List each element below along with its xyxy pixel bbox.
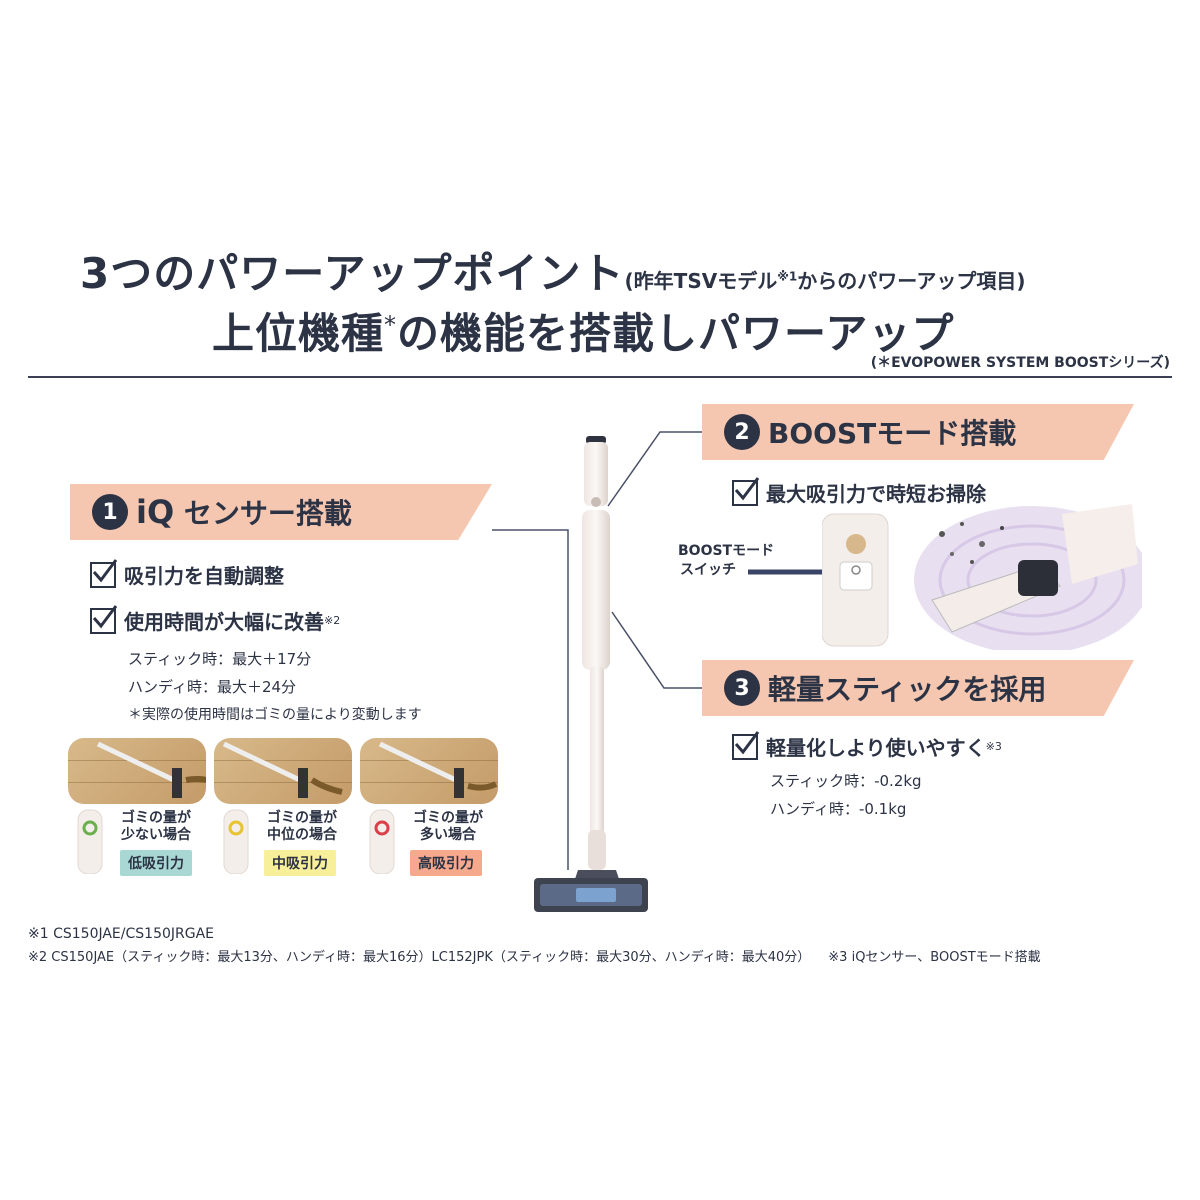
footnote-2: ※2 CS150JAE（スティック時：最大13分、ハンディ時：最大16分）LC1…	[28, 950, 1041, 965]
main-title: 3つのパワーアップポイント(昨年TSVモデル※1からのパワーアップ項目)	[80, 240, 1026, 301]
floor-photo-low	[68, 738, 206, 804]
footnote-1: ※1 CS150JAE/CS150JRGAE	[28, 926, 215, 942]
point3-banner: 3 軽量スティックを採用	[702, 660, 1134, 716]
point1-banner: 1 iQ センサー搭載	[70, 484, 492, 540]
point3-detail2: ハンディ時：-0.1kg	[770, 800, 907, 818]
series-note: (＊EVOPOWER SYSTEM BOOSTシリーズ)	[870, 355, 1170, 371]
checkmark-icon	[732, 730, 760, 760]
vacuum-illustration	[534, 436, 648, 912]
boost-switch-label: BOOSTモードスイッチ	[678, 543, 775, 578]
point3-title: 軽量スティックを採用	[768, 673, 1047, 706]
point3-number: 3	[724, 670, 760, 706]
header-divider	[28, 376, 1172, 378]
point2-banner: 2 BOOSTモード搭載	[702, 404, 1134, 460]
point1-check1: 吸引力を自動調整	[90, 558, 284, 589]
point1-detail2: ハンディ時：最大＋24分	[128, 678, 297, 696]
footnote-3: ※3 iQセンサー、BOOSTモード搭載	[828, 950, 1041, 965]
checkmark-icon	[90, 558, 118, 588]
mode-high-pill: 高吸引力	[410, 850, 482, 876]
point1-detail3: ＊実際の使用時間はゴミの量により変動します	[128, 707, 422, 723]
point2-check1: 最大吸引力で時短お掃除	[732, 476, 986, 507]
point1-check2: 使用時間が大幅に改善※2	[90, 604, 340, 635]
mini-vacuum-mid	[220, 808, 252, 875]
point1-number: 1	[92, 494, 128, 530]
mode-mid-pill: 中吸引力	[264, 850, 336, 876]
floor-photo-mid	[214, 738, 352, 804]
mode-high-label: ゴミの量が多い場合	[413, 810, 483, 843]
checkmark-icon	[90, 604, 118, 634]
point1-title: iQ センサー搭載	[136, 493, 352, 531]
point2-number: 2	[724, 414, 760, 450]
boost-photo	[822, 504, 1142, 650]
checkmark-icon	[732, 476, 760, 506]
sub-title: 上位機種*の機能を搭載しパワーアップ	[212, 309, 955, 358]
point2-title: BOOSTモード搭載	[768, 417, 1017, 450]
mode-low-pill: 低吸引力	[120, 850, 192, 876]
main-title-text: 3つのパワーアップポイント	[80, 249, 625, 298]
mini-vacuum-low	[74, 808, 106, 875]
point3-detail1: スティック時：-0.2kg	[770, 772, 922, 790]
mode-mid-label: ゴミの量が中位の場合	[267, 810, 337, 843]
main-title-sub: (昨年TSVモデル※1からのパワーアップ項目)	[624, 269, 1026, 293]
mode-low-label: ゴミの量が少ない場合	[121, 810, 191, 843]
point3-check1: 軽量化しより使いやすく※3	[732, 730, 1002, 761]
mini-vacuum-high	[366, 808, 398, 875]
floor-photo-high	[360, 738, 498, 804]
point1-detail1: スティック時：最大＋17分	[128, 650, 312, 668]
